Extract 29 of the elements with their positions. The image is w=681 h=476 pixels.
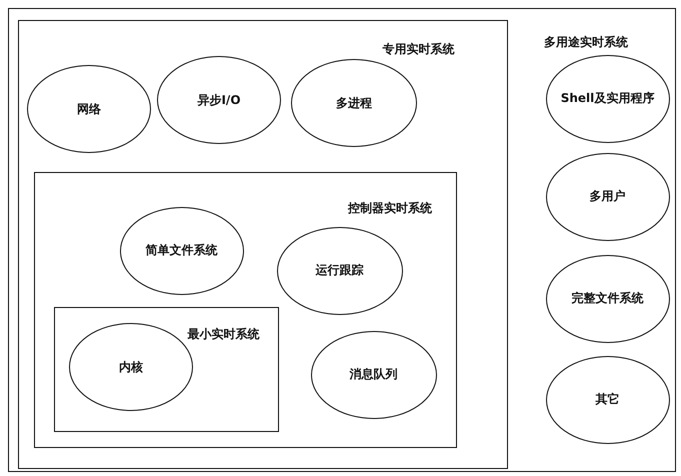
module-label: 其它 [596,391,620,408]
module-label: 简单文件系统 [146,242,218,259]
module-ellipse [310,330,436,418]
module-ellipse [291,59,417,147]
system-heading: 专用实时系统 [382,40,454,58]
system-heading: 最小实时系统 [188,326,260,342]
module-ellipse [157,56,281,144]
module-ellipse [276,226,402,314]
module-ellipse [546,356,670,444]
module-label: 运行跟踪 [316,262,364,279]
module-label: 消息队列 [350,366,398,383]
module-label: 多进程 [336,94,372,112]
module-ellipse [546,54,670,142]
module-ellipse [546,254,670,342]
module-label: 异步I/O [197,92,241,108]
system-box [18,20,508,468]
module-label: 完整文件系统 [572,290,644,307]
system-frame [8,8,676,472]
system-box [54,306,278,432]
module-label: 内核 [119,358,143,376]
module-label: Shell及实用程序 [560,90,654,107]
module-ellipse [27,65,151,153]
module-label: 网络 [77,100,101,118]
module-ellipse [546,152,670,240]
module-label: 多用户 [590,188,626,205]
system-heading: 控制器实时系统 [348,200,432,217]
system-heading: 多用途实时系统 [544,34,628,51]
module-ellipse [120,206,244,294]
system-box [34,172,457,448]
